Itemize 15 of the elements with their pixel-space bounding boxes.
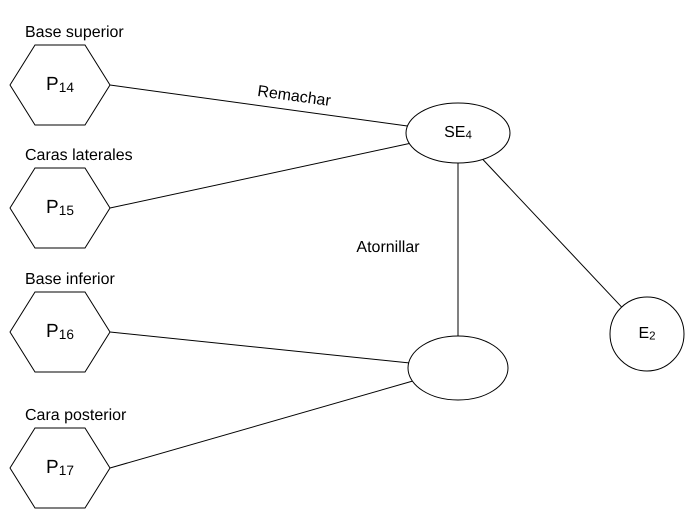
node-label: P$_{15}$ [46,197,74,219]
connector-line [110,380,413,468]
node-heading: Base superior [25,23,124,43]
connector-line [110,332,410,364]
connector-line [110,84,408,127]
node-label: E$_{2}$ [638,325,656,343]
node-label: P$_{14}$ [46,74,74,96]
connector-line [110,143,410,208]
node-label: P$_{17}$ [46,457,74,479]
node-label: P$_{16}$ [46,321,74,343]
node-label: SE$_{4}$ [444,124,472,142]
node-heading: Base inferior [25,270,115,290]
connector-line [482,158,622,308]
node-heading: Cara posterior [25,406,126,426]
node-heading: Caras laterales [25,146,133,166]
